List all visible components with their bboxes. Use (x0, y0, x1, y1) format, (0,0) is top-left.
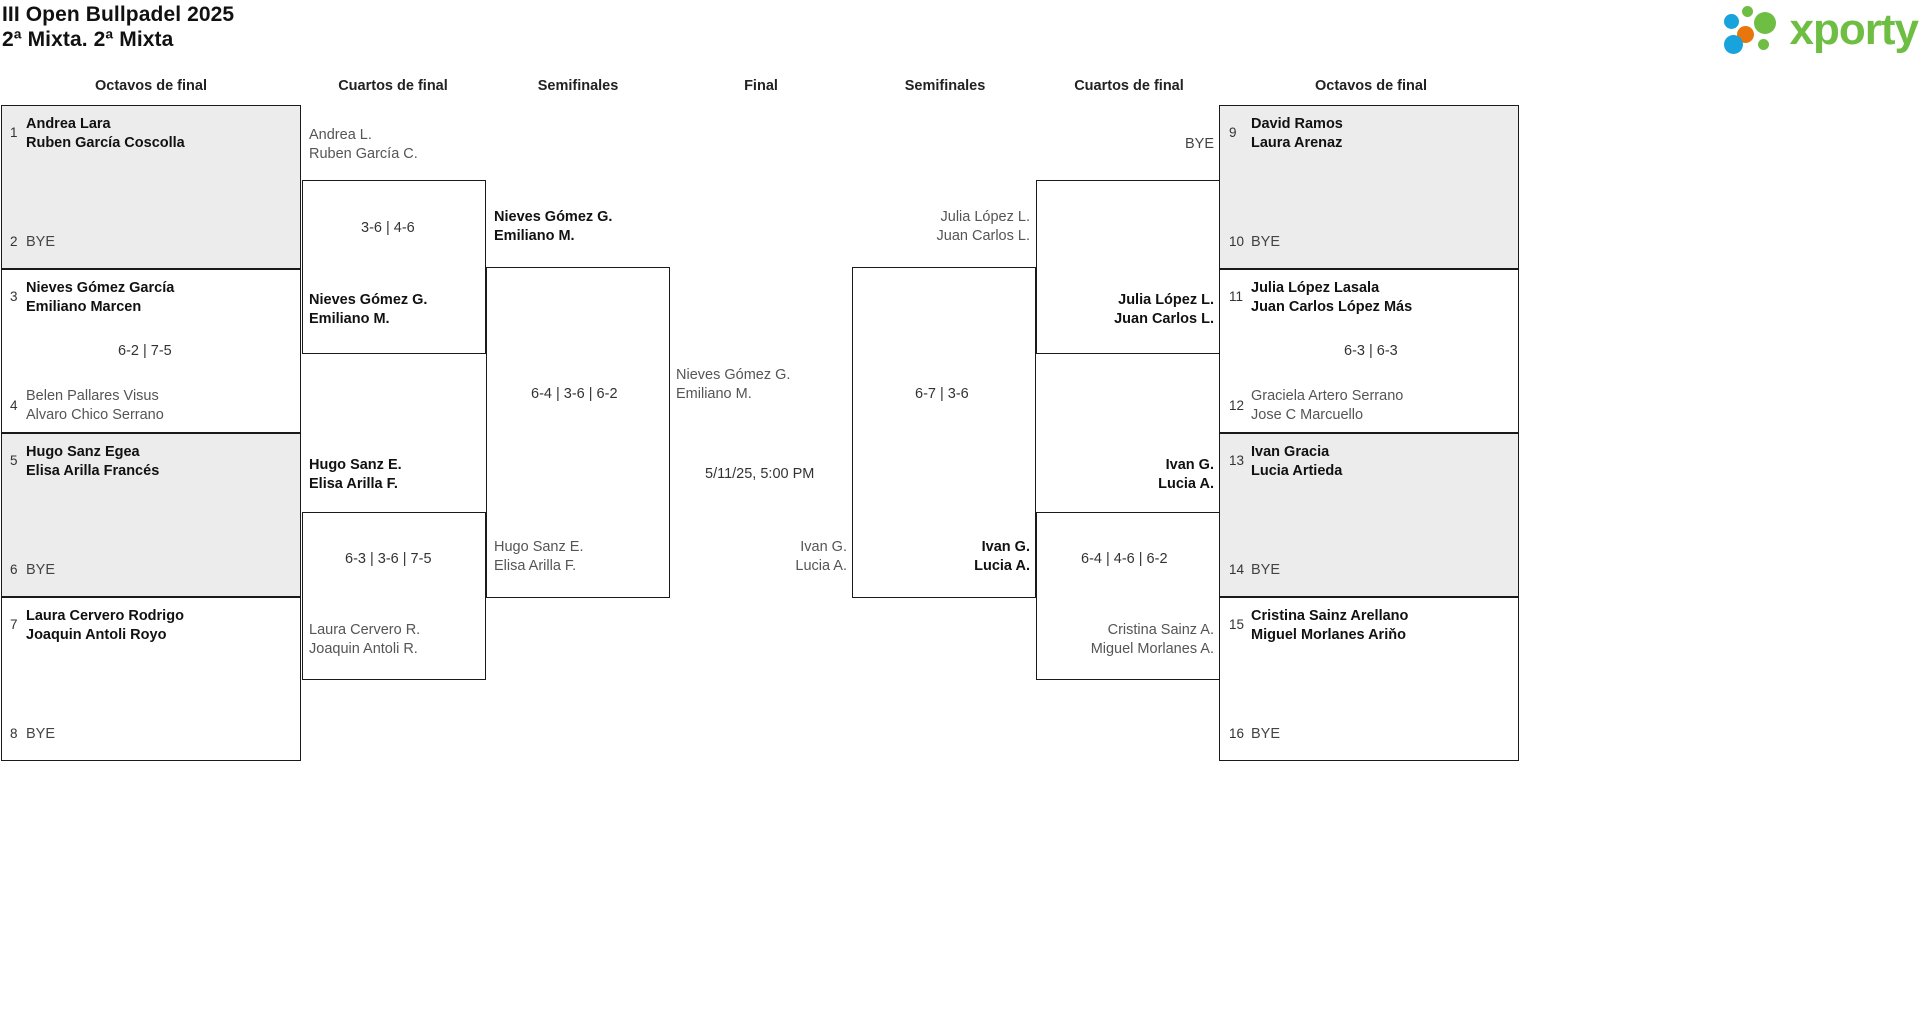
round-header-final: Final (744, 78, 778, 94)
round-header-left-qf: Cuartos de final (338, 78, 448, 94)
seed-number: 13 (1229, 453, 1245, 468)
seed-number: 8 (10, 726, 18, 741)
seed-number: 10 (1229, 234, 1245, 249)
seed-number: 9 (1229, 125, 1237, 140)
match-left-r16-3[interactable]: 5 Hugo Sanz Egea Elisa Arilla Francés 6 … (1, 433, 301, 597)
team-name: BYE (26, 234, 56, 250)
team-name: BYE (1251, 562, 1281, 578)
round-header-right-r16: Octavos de final (1314, 78, 1427, 94)
match-left-qf-2[interactable]: 6-3 | 3-6 | 7-5 (302, 512, 486, 680)
advancing-team-right-qf-1-top: BYE (1184, 136, 1214, 152)
page-title: III Open Bullpadel 2025 2ª Mixta. 2ª Mix… (2, 2, 234, 52)
seed-number: 2 (10, 234, 18, 249)
team-name: David Ramos Laura Arenaz (1251, 116, 1343, 151)
tournament-title: III Open Bullpadel 2025 (2, 3, 235, 26)
match-score: 6-3 | 6-3 (1344, 343, 1398, 359)
advancing-team-left-qf-2-bottom: Laura Cervero R. Joaquin Antoli R. (309, 622, 421, 657)
match-score: 6-4 | 3-6 | 6-2 (531, 386, 618, 402)
seed-number: 11 (1229, 289, 1244, 304)
match-right-r16-3[interactable]: 13 Ivan Gracia Lucia Artieda 14 BYE (1219, 433, 1519, 597)
advancing-team-right-qf-2-top: Ivan G. Lucia A. (1158, 457, 1214, 492)
team-name: Laura Cervero Rodrigo Joaquin Antoli Roy… (26, 608, 184, 643)
team-name: Julia López Lasala Juan Carlos López Más (1251, 280, 1413, 315)
match-score: 6-4 | 4-6 | 6-2 (1081, 551, 1168, 567)
match-left-r16-4[interactable]: 7 Laura Cervero Rodrigo Joaquin Antoli R… (1, 597, 301, 761)
seed-number: 7 (10, 617, 18, 632)
seed-number: 15 (1229, 617, 1245, 632)
match-right-r16-2[interactable]: 11 Julia López Lasala Juan Carlos López … (1219, 269, 1519, 433)
round-header-left-sf: Semifinales (537, 78, 619, 94)
advancing-team-right-sf-bottom: Ivan G. Lucia A. (974, 539, 1030, 574)
seed-number: 4 (10, 398, 18, 413)
logo-wordmark: xporty (1789, 5, 1919, 54)
advancing-team-left-sf-bottom: Hugo Sanz E. Elisa Arilla F. (494, 539, 584, 574)
advancing-team-right-qf-1-bottom: Julia López L. Juan Carlos L. (1114, 292, 1214, 327)
advancing-team-right-sf-top: Julia López L. Juan Carlos L. (936, 209, 1031, 244)
match-score: 6-2 | 7-5 (118, 343, 172, 359)
advancing-team-left-qf-1-top: Andrea L. Ruben García C. (309, 127, 418, 162)
match-right-r16-1[interactable]: 9 David Ramos Laura Arenaz 10 BYE (1219, 105, 1519, 269)
final-team-bottom: Ivan G. Lucia A. (795, 539, 847, 574)
advancing-team-left-sf-top: Nieves Gómez G. Emiliano M. (494, 209, 613, 244)
category-title: 2ª Mixta. 2ª Mixta (2, 28, 174, 51)
round-header-right-qf: Cuartos de final (1074, 78, 1184, 94)
round-header-right-sf: Semifinales (904, 78, 986, 94)
seed-number: 16 (1229, 726, 1245, 741)
match-score: 3-6 | 4-6 (361, 220, 415, 236)
team-name: Cristina Sainz Arellano Miguel Morlanes … (1251, 608, 1409, 643)
match-score: 6-3 | 3-6 | 7-5 (345, 551, 432, 567)
team-name: Ivan Gracia Lucia Artieda (1251, 444, 1343, 479)
final-team-top: Nieves Gómez G. Emiliano M. (676, 367, 791, 402)
match-right-sf[interactable]: 6-7 | 3-6 (852, 267, 1036, 598)
advancing-team-right-qf-2-bottom: Cristina Sainz A. Miguel Morlanes A. (1090, 622, 1214, 657)
match-left-r16-2[interactable]: 3 Nieves Gómez García Emiliano Marcen 6-… (1, 269, 301, 433)
match-left-sf[interactable]: 6-4 | 3-6 | 6-2 (486, 267, 670, 598)
seed-number: 12 (1229, 398, 1245, 413)
match-score: 6-7 | 3-6 (915, 386, 969, 402)
team-name: BYE (1251, 726, 1281, 742)
advancing-team-left-qf-2-top: Hugo Sanz E. Elisa Arilla F. (309, 457, 402, 492)
team-name: BYE (26, 562, 56, 578)
seed-number: 5 (10, 453, 18, 468)
match-right-r16-4[interactable]: 15 Cristina Sainz Arellano Miguel Morlan… (1219, 597, 1519, 761)
seed-number: 14 (1229, 562, 1245, 577)
match-left-qf-1[interactable]: 3-6 | 4-6 (302, 180, 486, 354)
team-name: Belen Pallares Visus Alvaro Chico Serran… (26, 388, 164, 423)
seed-number: 6 (10, 562, 18, 577)
final-datetime: 5/11/25, 5:00 PM (705, 466, 815, 482)
team-name: Hugo Sanz Egea Elisa Arilla Francés (26, 444, 160, 479)
round-header-left-r16: Octavos de final (94, 78, 207, 94)
team-name: Andrea Lara Ruben García Coscolla (26, 116, 185, 151)
match-left-r16-1[interactable]: 1 Andrea Lara Ruben García Coscolla 2 BY… (1, 105, 301, 269)
seed-number: 1 (10, 125, 18, 140)
team-name: BYE (26, 726, 56, 742)
xporty-logo[interactable]: xporty (1723, 5, 1919, 54)
team-name: BYE (1251, 234, 1281, 250)
team-name: Nieves Gómez García Emiliano Marcen (26, 280, 175, 315)
logo-dots-icon (1723, 6, 1784, 54)
advancing-team-left-qf-1-bottom: Nieves Gómez G. Emiliano M. (309, 292, 428, 327)
seed-number: 3 (10, 289, 18, 304)
team-name: Graciela Artero Serrano Jose C Marcuello (1251, 388, 1404, 423)
